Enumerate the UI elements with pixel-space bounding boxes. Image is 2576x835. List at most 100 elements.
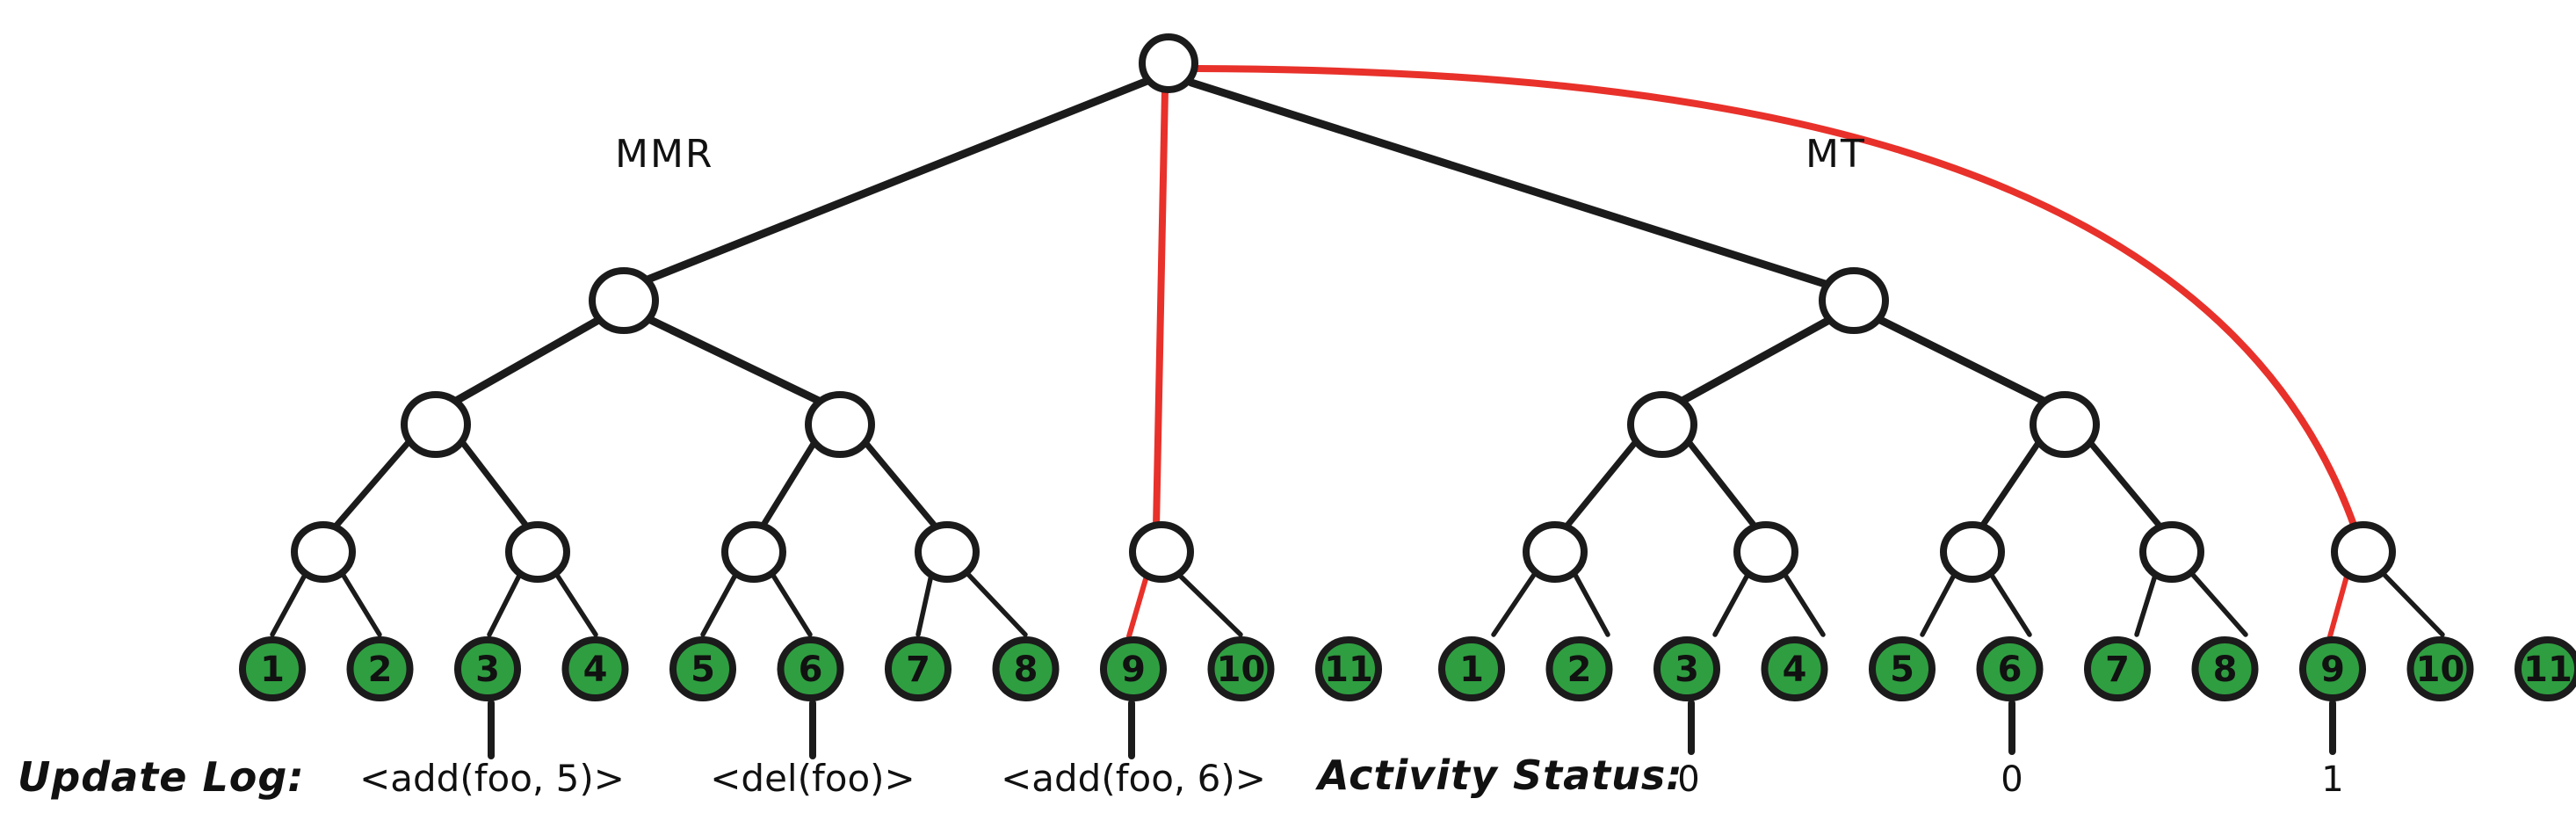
leaf-circle[interactable] — [1207, 636, 1275, 701]
activity-status-value-0: 0 — [1677, 759, 1699, 800]
node-mmr-l3a[interactable] — [291, 521, 356, 583]
leaf-mmr-11[interactable]: 11 — [1315, 636, 1382, 701]
update-log-title: Update Log: — [18, 753, 305, 801]
activity-status-value-2: 1 — [2321, 759, 2343, 800]
leaf-circle[interactable] — [346, 636, 414, 701]
edge-mmr-l3c-leaf5 — [700, 564, 742, 637]
leaf-mmr-3[interactable]: 3 — [454, 636, 521, 701]
node-mmr-l2b[interactable] — [805, 391, 875, 458]
leaf-label: 3 — [1675, 650, 1699, 690]
node-mt-l1[interactable] — [1819, 267, 1889, 334]
edge-mmr-l3a-leaf1 — [270, 564, 312, 637]
leaf-label: 5 — [1890, 650, 1914, 690]
leaf-mt-4[interactable]: 4 — [1761, 636, 1828, 701]
node-mmr-l3c[interactable] — [721, 521, 786, 583]
leaf-mt-8[interactable]: 8 — [2191, 636, 2259, 701]
leaf-mmr-8[interactable]: 8 — [992, 636, 1060, 701]
leaf-circle[interactable] — [1976, 636, 2044, 701]
node-mt-l2a[interactable] — [1627, 391, 1697, 458]
mt-edges — [1187, 78, 2445, 637]
leaf-circle[interactable] — [777, 636, 844, 701]
leaf-label: 10 — [2416, 650, 2465, 690]
leaf-label: 4 — [1783, 650, 1807, 690]
node-mt-l3d[interactable] — [2139, 521, 2204, 583]
edge-red-root-to-mt-node9 — [1193, 65, 2358, 531]
leaf-circle[interactable] — [2406, 636, 2474, 701]
leaf-mmr-7[interactable]: 7 — [885, 636, 952, 701]
leaf-circle[interactable] — [239, 636, 306, 701]
edge-mt-l3d-leaf8 — [2183, 564, 2248, 637]
node-mt-l3c[interactable] — [1940, 521, 2005, 583]
leaf-circle[interactable] — [1761, 636, 1828, 701]
leaf-mmr-5[interactable]: 5 — [669, 636, 736, 701]
node-mmr-l3b[interactable] — [505, 521, 570, 583]
leaf-mmr-4[interactable]: 4 — [561, 636, 629, 701]
edge-mmr-l3d-leaf8 — [959, 564, 1028, 637]
edge-mmr-l3a-leaf2 — [336, 564, 382, 637]
leaf-circle[interactable] — [1100, 636, 1167, 701]
edge-mmr-l1-l2b — [635, 310, 845, 416]
leaf-circle[interactable] — [885, 636, 952, 701]
leaf-circle[interactable] — [2299, 636, 2366, 701]
update-log-entry-0: <add(foo, 5)> — [359, 757, 625, 800]
edge-mmr-l3b-leaf4 — [549, 564, 598, 637]
node-mmr-l3d[interactable] — [915, 521, 980, 583]
leaf-mt-2[interactable]: 2 — [1545, 636, 1613, 701]
leaf-circle[interactable] — [669, 636, 736, 701]
leaf-label: 7 — [2105, 650, 2130, 690]
edge-mt-l3c-leaf5 — [1920, 564, 1961, 637]
leaf-label: 1 — [260, 650, 285, 690]
leaf-mt-10[interactable]: 10 — [2406, 636, 2474, 701]
node-mt-l3a[interactable] — [1523, 521, 1588, 583]
edge-root-to-mmr-l1 — [621, 76, 1152, 293]
leaf-mmr-9[interactable]: 9 — [1100, 636, 1167, 701]
edge-mt-l3a-leaf1 — [1491, 564, 1542, 637]
leaf-label: 2 — [368, 650, 393, 690]
mt-highlight-path — [1193, 65, 2358, 639]
edge-mt-l3b-leaf4 — [1777, 564, 1826, 637]
leaf-label: 10 — [1217, 650, 1266, 690]
leaf-circle[interactable] — [1653, 636, 1720, 701]
leaf-circle[interactable] — [2191, 636, 2259, 701]
leaf-mmr-6[interactable]: 6 — [777, 636, 844, 701]
leaf-mt-11[interactable]: 11 — [2514, 636, 2576, 701]
leaf-circle[interactable] — [1315, 636, 1382, 701]
leaf-mmr-10[interactable]: 10 — [1207, 636, 1275, 701]
leaf-mt-3[interactable]: 3 — [1653, 636, 1720, 701]
leaf-label: 2 — [1567, 650, 1592, 690]
leaf-label: 11 — [2523, 650, 2572, 690]
leaf-circle[interactable] — [561, 636, 629, 701]
leaf-circle[interactable] — [2084, 636, 2151, 701]
leaf-label: 9 — [1121, 650, 1146, 690]
leaf-mt-7[interactable]: 7 — [2084, 636, 2151, 701]
leaf-label: 8 — [1014, 650, 1038, 690]
mmr-highlight-path — [1126, 86, 1169, 639]
node-mt-l2b[interactable] — [2030, 391, 2100, 458]
update-log-entry-1: <del(foo)> — [710, 757, 915, 800]
node-mmr-l3e[interactable] — [1129, 521, 1194, 583]
leaf-circle[interactable] — [1545, 636, 1613, 701]
leaf-mt-9[interactable]: 9 — [2299, 636, 2366, 701]
edge-red-root-to-mmr-node9 — [1153, 86, 1169, 531]
leaf-mt-5[interactable]: 5 — [1869, 636, 1936, 701]
leaf-circle[interactable] — [1438, 636, 1505, 701]
text-labels: MMR MT Update Log: Activity Status: <add… — [18, 132, 2344, 801]
leaf-mt-1[interactable]: 1 — [1438, 636, 1505, 701]
node-mmr-l2a[interactable] — [401, 391, 471, 458]
leaf-circle[interactable] — [2514, 636, 2576, 701]
leaf-circle[interactable] — [454, 636, 521, 701]
leaf-circle[interactable] — [992, 636, 1060, 701]
leaf-label: 5 — [691, 650, 715, 690]
node-mmr-l1[interactable] — [589, 267, 659, 334]
activity-status-value-1: 0 — [2001, 759, 2022, 800]
leaf-mmr-1[interactable]: 1 — [239, 636, 306, 701]
node-root[interactable] — [1139, 33, 1198, 93]
leaf-mt-6[interactable]: 6 — [1976, 636, 2044, 701]
node-mt-l3e[interactable] — [2331, 521, 2396, 583]
leaf-circle[interactable] — [1869, 636, 1936, 701]
leaf-mmr-2[interactable]: 2 — [346, 636, 414, 701]
node-mt-l3b[interactable] — [1733, 521, 1798, 583]
